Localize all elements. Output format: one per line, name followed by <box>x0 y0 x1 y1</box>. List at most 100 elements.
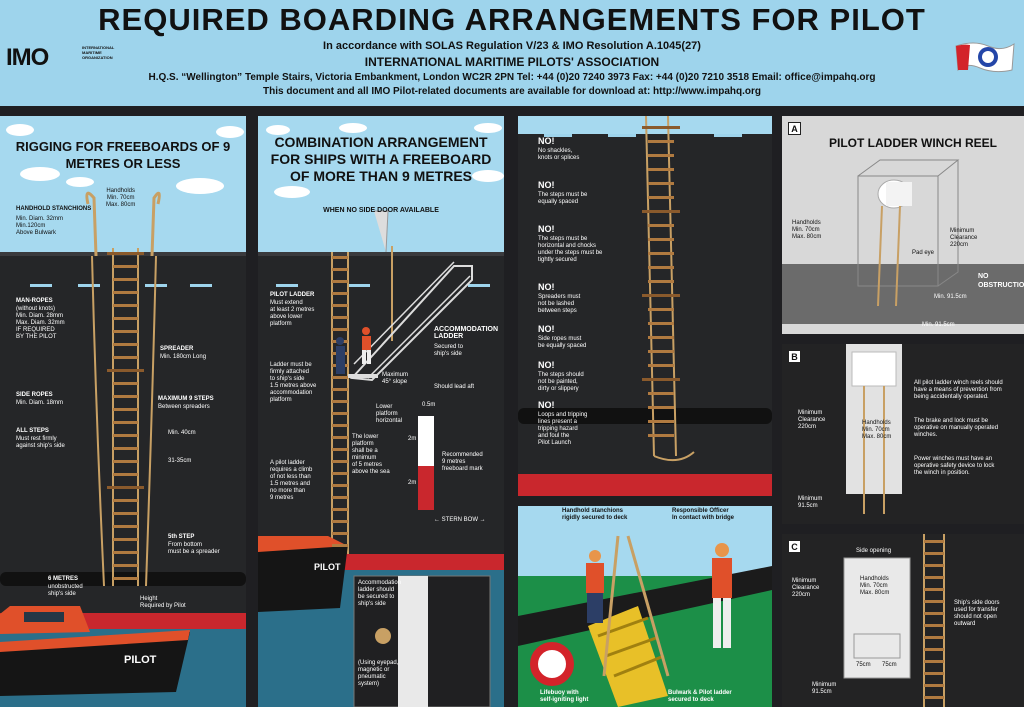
ladder-step <box>113 434 138 437</box>
ladder-step <box>924 588 944 591</box>
handholds-spec: Handholds Min. 70cm Max. 80cm <box>106 188 136 208</box>
fault-description: Side ropes must be equally spaced <box>538 336 587 349</box>
ladder-step <box>924 612 944 615</box>
panel-b-text1: All pilot ladder winch reels should have… <box>914 380 1003 400</box>
max-9-steps-label: MAXIMUM 9 STEPS <box>158 396 214 402</box>
side-ropes-label: SIDE ROPES <box>16 392 53 398</box>
spreader <box>642 126 680 129</box>
fault-heading: NO! <box>538 282 555 292</box>
ladder-step <box>113 330 138 333</box>
impa-flag-icon <box>955 42 1015 73</box>
download-note: This document and all IMO Pilot-related … <box>262 86 761 97</box>
ladder-step <box>332 460 348 463</box>
man-ropes-spec: (without knots) Min. Diam. 28mm Max. Dia… <box>16 306 65 340</box>
fault-heading: NO! <box>538 400 555 410</box>
panel4-drawing <box>518 506 772 707</box>
fault-heading: NO! <box>538 224 555 234</box>
climb-note: A pilot ladder requires a climb of not l… <box>270 460 313 501</box>
side-door-drawing <box>843 534 945 707</box>
lower-platform-min: The lower platform shall be a minimum of… <box>352 434 390 475</box>
height-required-label: Height Required by Pilot <box>140 596 186 609</box>
panel-freeboard-9m: RIGGING FOR FREEBOARDS OF 9 METRES OR LE… <box>0 116 246 707</box>
ladder-step <box>113 395 138 398</box>
ladder-step <box>332 268 348 271</box>
ladder-step <box>332 424 348 427</box>
pilot-figure-icon <box>362 327 371 364</box>
ladder-step <box>113 473 138 476</box>
panel-a-handholds: Handholds Min. 70cm Max. 80cm <box>792 220 822 240</box>
ladder-step <box>924 672 944 675</box>
ladder-step <box>113 564 138 567</box>
ladder-step <box>924 540 944 543</box>
fault-heading: NO! <box>538 324 555 334</box>
ladder-step <box>113 577 138 580</box>
ladder-step <box>113 304 138 307</box>
spreader-label: SPREADER <box>160 346 194 352</box>
imo-logo-subtext: INTERNATIONAL MARITIME ORGANIZATION <box>82 45 115 60</box>
side-ropes-spec: Min. Diam. 18mm <box>16 400 64 406</box>
ladder-step <box>648 196 674 199</box>
ladder-step <box>113 525 138 528</box>
panel3-drawing <box>518 116 772 496</box>
fifth-step-label: 5th STEP <box>168 534 195 540</box>
ladder-steps <box>107 252 144 580</box>
ladder-step <box>332 544 348 547</box>
pilot-boat-label: PILOT <box>124 654 157 666</box>
fault-description: Loops and tripping lines present a tripp… <box>538 412 588 446</box>
ladder-step <box>648 406 674 409</box>
panel2-title: COMBINATION ARRANGEMENT FOR SHIPS WITH A… <box>270 134 492 184</box>
fault-heading: NO! <box>538 136 555 146</box>
max-9-steps-spec: Between spreaders <box>158 404 210 410</box>
ladder-step <box>113 317 138 320</box>
officer-figure-icon <box>712 543 732 648</box>
association-name: INTERNATIONAL MARITIME PILOTS' ASSOCIATI… <box>364 55 660 69</box>
six-metres-label: 6 METRES <box>48 576 79 582</box>
panel-b-text3: Power winches must have an operative saf… <box>914 456 995 476</box>
two-metre-a: 2m <box>408 436 417 442</box>
fault-description: The steps must be horizontal and chocks … <box>538 236 603 263</box>
panel1-title: RIGGING FOR FREEBOARDS OF 9 METRES OR LE… <box>15 139 231 171</box>
side-doors-note: Ship's side doors used for transfer shou… <box>954 600 1000 627</box>
ladder-step <box>113 291 138 294</box>
ladder-step <box>113 265 138 268</box>
fault-description: The steps should not be painted, dirty o… <box>538 372 584 392</box>
ladder-step <box>332 400 348 403</box>
no-obstructions-label: NO OBSTRUCTIONS <box>978 273 1024 289</box>
ladder-step <box>924 684 944 687</box>
ladder-step <box>332 484 348 487</box>
spreader <box>107 369 144 372</box>
ladder-step <box>113 551 138 554</box>
officer-note: Responsible Officer In contact with brid… <box>672 508 735 521</box>
min-915-a: Min. 91.5cm <box>934 294 967 300</box>
pilot-ladder-label: PILOT LADDER <box>270 292 315 298</box>
ladder-step <box>113 421 138 424</box>
two-metre-b: 2m <box>408 480 417 486</box>
ladder-step <box>648 266 674 269</box>
spreader <box>107 486 144 489</box>
inset-note: Accommodation ladder should be secured t… <box>358 580 402 607</box>
fault-heading: NO! <box>538 180 555 190</box>
ladder-step <box>332 520 348 523</box>
pad-eye-label: Pad eye <box>912 250 935 256</box>
ladder-step <box>332 388 348 391</box>
ladder-step <box>113 278 138 281</box>
width-75-a: 75cm <box>856 662 871 668</box>
ladder-step <box>332 376 348 379</box>
panel-b-label: B <box>788 350 801 363</box>
ladder-step <box>332 532 348 535</box>
ladder-step <box>924 660 944 663</box>
ladder-step <box>924 564 944 567</box>
ladder-step <box>648 182 674 185</box>
pilot-climbing-icon <box>586 550 604 623</box>
spreader <box>642 378 680 381</box>
ladder-step <box>113 447 138 450</box>
width-75-b: 75cm <box>882 662 897 668</box>
pilot-boat-label-2: PILOT <box>314 562 341 572</box>
ladder-step <box>924 600 944 603</box>
ladder-step <box>113 512 138 515</box>
ladder-step <box>648 280 674 283</box>
page-title: REQUIRED BOARDING ARRANGEMENTS FOR PILOT <box>98 2 926 37</box>
address: H.Q.S. “Wellington” Temple Stairs, Victo… <box>148 72 876 83</box>
ladder-step <box>648 308 674 311</box>
